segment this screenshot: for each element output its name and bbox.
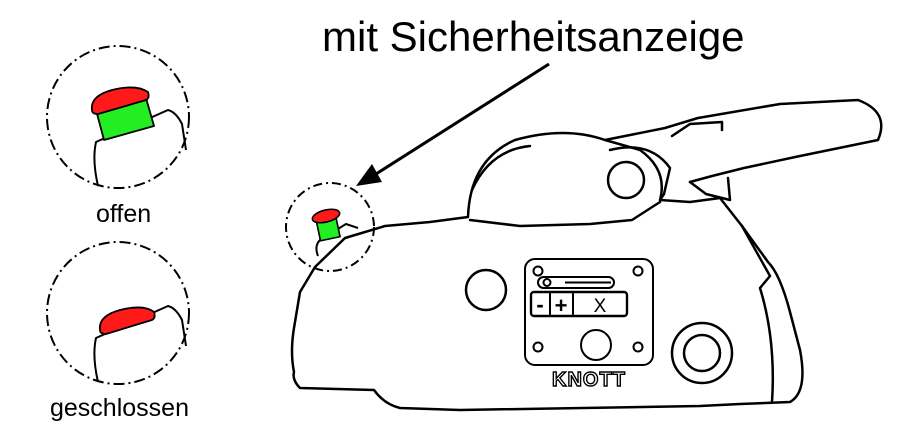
detail-closed-housing [93,305,187,383]
scale-frame [529,290,629,318]
detail-open-red-cap [90,86,150,115]
plate-screw-bl [532,341,544,353]
side-cap-right-outer [670,321,734,385]
wear-indicator-plate [524,258,654,366]
handle-hinge [688,176,732,202]
scale-minus-label: - [536,292,543,317]
detail-closed-red-cap [98,306,156,335]
plate-screw-tr [632,265,644,277]
pointer-arrowhead [356,164,382,186]
brand-logo-text: KNOTT [552,369,626,391]
plate-center-pin [580,329,612,361]
plate-screw-tl [532,265,544,277]
detail-open [46,45,190,189]
pivot-arc [608,146,672,202]
plate-screw-br [632,341,644,353]
plate-frame [524,258,654,366]
housing-contour-right [740,224,775,404]
pointer-arrow [356,62,550,186]
open-state-label: offen [96,200,152,228]
scale-x-label: X [594,296,607,317]
indicator-slot [537,276,615,289]
detail-closed [46,241,190,385]
detail-closed-circle [46,241,190,385]
pivot-bolt [606,160,646,200]
housing-contour-inner [470,144,532,192]
housing-indicator-callout [285,182,375,272]
housing-contour-upper [468,200,662,228]
scale-plus-label: + [555,293,568,318]
callout-red-cap [311,208,341,224]
detail-open-housing [93,109,187,187]
side-cap-right-inner [682,333,722,373]
callout-circle [285,182,375,272]
indicator-slider-dot [542,278,552,287]
title-label: mit Sicherheitsanzeige [322,13,745,60]
handle-inner-line [670,120,724,138]
closed-state-label: geschlossen [50,394,189,422]
coupling-handle [603,98,883,184]
side-cap-left [464,268,508,312]
detail-open-circle [46,45,190,189]
coupling-body [290,98,883,412]
